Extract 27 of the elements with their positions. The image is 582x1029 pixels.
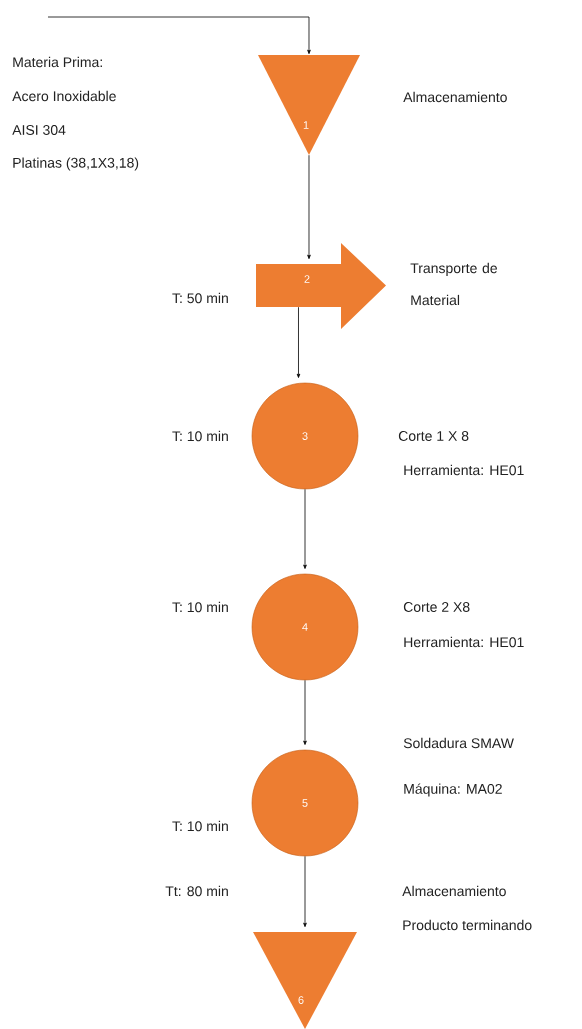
note-text: AISI 304 [12,125,66,135]
side-note: Corte 1 X 8 [398,431,469,441]
note-text: Tt: 80 min [165,885,228,897]
storage-triangle: 1 [258,55,360,155]
arrow [296,306,301,378]
side-note: T: 10 min [172,601,228,613]
note-text: Materia Prima: [13,56,102,68]
side-note: Almacenamiento [402,885,506,897]
arrow [307,154,311,260]
side-note: Almacenamiento [403,91,507,103]
side-note: Soldadura SMAW [403,737,514,749]
side-note: Producto terminando [403,919,532,931]
storage-triangle: 6 [253,932,357,1029]
side-note: T: 50 min [172,292,228,304]
side-note: Corte 2 X8 [403,602,470,612]
side-note: T: 10 min [172,820,228,832]
side-note: Herramienta: HE01 [404,464,524,476]
side-note: Transporte de Material [410,262,497,306]
side-note: T: 10 min [172,430,228,442]
side-note: Herramienta: HE01 [404,636,524,648]
arrow [47,16,311,55]
arrow [303,488,307,569]
arrow [303,679,307,745]
note-text: Platinas (38,1X3,18) [13,157,139,171]
side-note: Máquina: MA02 [404,783,502,797]
note-text: Acero Inoxidable [12,90,116,102]
arrow [303,855,307,928]
